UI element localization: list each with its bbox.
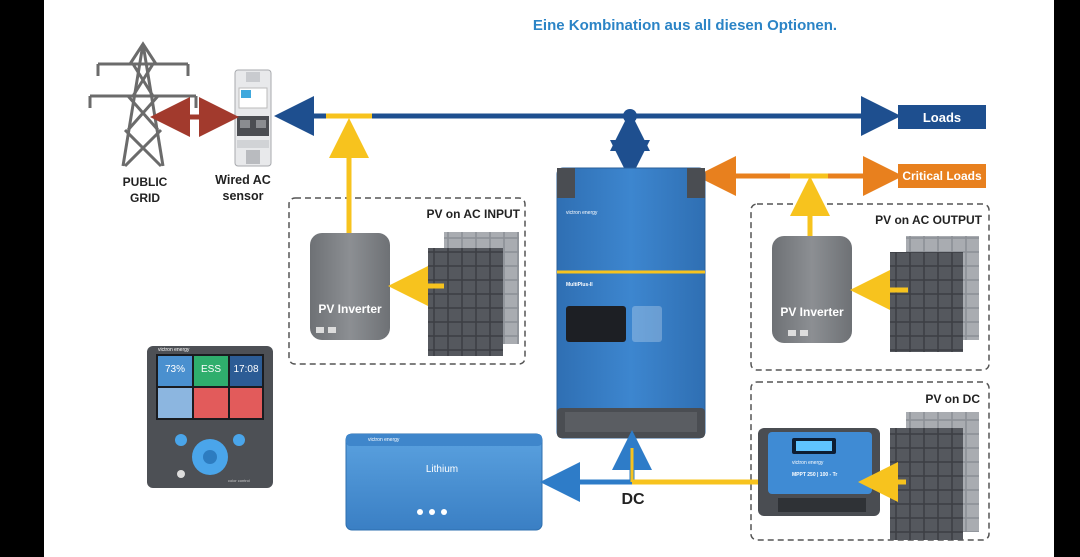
ac-bus-junction <box>623 109 637 123</box>
public-grid-label: PUBLIC GRID <box>105 174 185 206</box>
pv-inverter-left-label: PV Inverter <box>318 302 382 316</box>
mppt-charger-device <box>758 428 880 516</box>
wired-ac-sensor-label-line2: sensor <box>222 189 264 203</box>
multiplus-name: MultiPlus-II <box>566 282 593 288</box>
pv-dc-label: PV on DC <box>925 392 980 406</box>
gx-model: color control <box>228 478 250 483</box>
mppt-brand: victron energy <box>792 460 824 466</box>
pv-ac-input-label: PV on AC INPUT <box>426 207 520 221</box>
pv-ac-input-box <box>288 197 526 365</box>
solar-panel-front-left <box>428 248 503 356</box>
wired-ac-sensor-label: Wired AC sensor <box>205 172 281 204</box>
loads-tag: Loads <box>898 105 986 129</box>
gx-brand: victron energy <box>158 347 190 353</box>
power-pylon-icon <box>88 41 198 168</box>
pv-inverter-left-device <box>310 233 390 340</box>
solar-panel-front-right <box>890 252 963 352</box>
lithium-battery-device <box>345 433 543 531</box>
page-title: Eine Kombination aus all diesen Optionen… <box>532 17 838 34</box>
pv-inverter-right-device <box>772 236 852 343</box>
pv-ac-output-label: PV on AC OUTPUT <box>875 213 982 227</box>
gx-tile-time: 17:08 <box>233 364 259 375</box>
wired-ac-sensor-device <box>234 69 272 167</box>
gx-tile-soc: 73% <box>164 364 185 375</box>
public-grid-label-line2: GRID <box>130 191 160 205</box>
public-grid-label-line1: PUBLIC <box>122 175 168 189</box>
pv-inverter-right-label: PV Inverter <box>780 305 844 319</box>
multiplus-brand: victron energy <box>566 210 598 216</box>
gx-display-device <box>147 346 273 488</box>
gx-tile-ess: ESS <box>200 364 221 375</box>
pv-dc-box <box>750 381 990 541</box>
dc-label: DC <box>621 491 645 508</box>
critical-loads-tag: Critical Loads <box>898 164 986 188</box>
multiplus-inverter-device <box>556 167 706 439</box>
pv-ac-output-box <box>750 203 990 371</box>
wired-ac-sensor-label-line1: Wired AC <box>215 173 271 187</box>
mppt-name: MPPT 250 | 100 - Tr <box>792 472 838 478</box>
battery-name: Lithium <box>425 464 459 475</box>
battery-brand: victron energy <box>368 437 400 443</box>
